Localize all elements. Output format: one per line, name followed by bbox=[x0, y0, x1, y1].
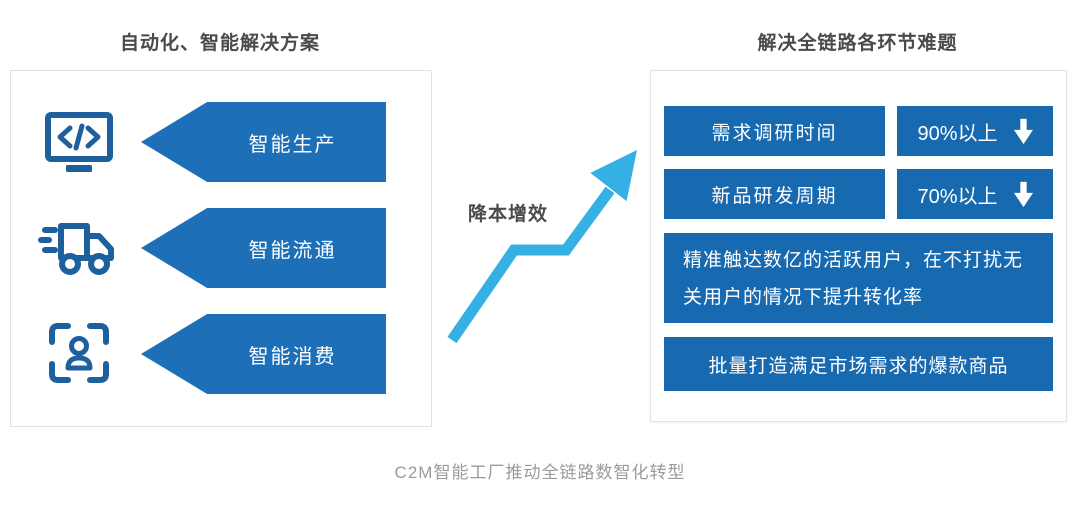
benefit-label: 降本增效 bbox=[468, 204, 549, 225]
solution-banner-circulation: 智能流通 bbox=[141, 208, 386, 288]
solution-banner-production: 智能生产 bbox=[141, 102, 386, 182]
solution-label: 智能生产 bbox=[248, 133, 337, 156]
left-panel: 智能生产 智能流通 bbox=[10, 70, 432, 427]
truck-icon bbox=[37, 214, 119, 280]
down-arrow-icon bbox=[1013, 181, 1033, 207]
metric-label: 新品研发周期 bbox=[664, 169, 885, 219]
solution-label: 智能消费 bbox=[248, 345, 337, 368]
solution-banner-consumption: 智能消费 bbox=[141, 314, 386, 394]
metric-value: 90%以上 bbox=[897, 106, 1053, 156]
metric-value-text: 90%以上 bbox=[917, 122, 998, 145]
down-arrow-icon bbox=[1013, 118, 1033, 144]
up-trend-arrow-icon bbox=[447, 150, 637, 344]
right-panel-title: 解决全链路各环节难题 bbox=[757, 33, 958, 54]
monitor-code-icon bbox=[43, 111, 115, 174]
user-scan-icon bbox=[47, 321, 111, 385]
note-reach-users: 精准触达数亿的活跃用户，在不打扰无关用户的情况下提升转化率 bbox=[664, 233, 1053, 323]
metric-value-text: 70%以上 bbox=[917, 185, 998, 208]
caption: C2M智能工厂推动全链路数智化转型 bbox=[394, 463, 686, 482]
note-hot-products: 批量打造满足市场需求的爆款商品 bbox=[664, 337, 1053, 391]
right-panel: 需求调研时间 90%以上 新品研发周期 70%以上 精准触达数亿的活跃用户，在不… bbox=[650, 70, 1067, 422]
left-panel-title: 自动化、智能解决方案 bbox=[119, 33, 320, 54]
metric-value: 70%以上 bbox=[897, 169, 1053, 219]
solution-label: 智能流通 bbox=[248, 239, 337, 262]
metric-label: 需求调研时间 bbox=[664, 106, 885, 156]
